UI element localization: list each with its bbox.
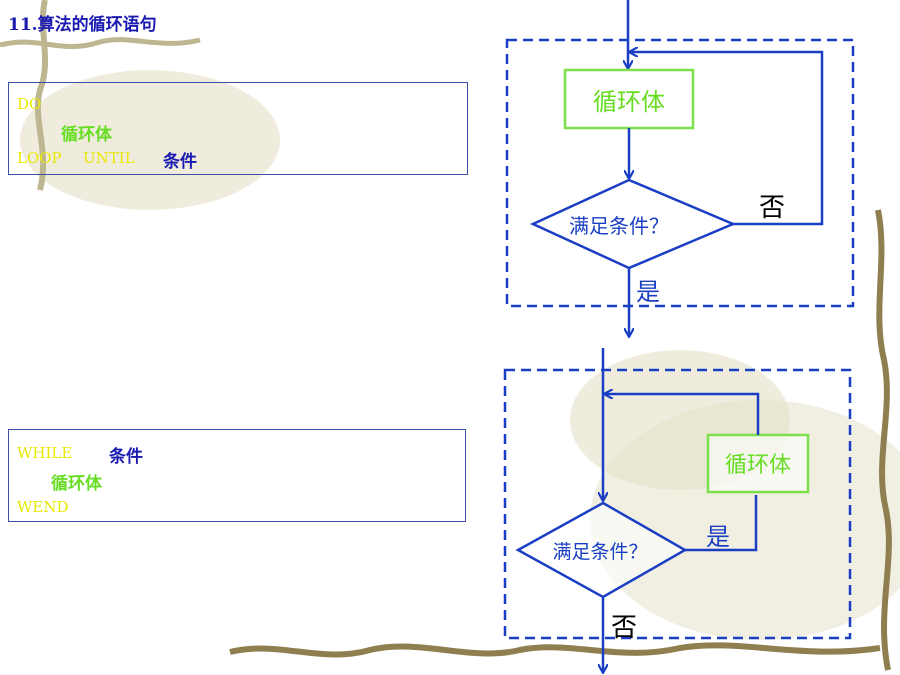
until-condition: 条件 (163, 152, 197, 172)
while-yes-to-body-arrow (685, 495, 758, 552)
until-body-label: 循环体 (593, 88, 665, 116)
while-body-box (706, 433, 810, 494)
until-code-box: DO 循环体 LOOP UNTIL 条件 (8, 82, 468, 175)
leaf-shade-left (20, 70, 280, 210)
keyword-wend: WEND (17, 498, 69, 516)
until-no-label: 否 (759, 193, 785, 223)
until-no-loop-back-arrow (630, 52, 824, 226)
while-condition: 条件 (109, 447, 143, 467)
keyword-while: WHILE (17, 444, 73, 462)
until-loop-body: 循环体 (61, 125, 112, 145)
until-decision-label: 满足条件？ (569, 214, 669, 238)
while-decision-label: 满足条件？ (552, 541, 647, 563)
while-code-box: WHILE 条件 循环体 WEND (8, 429, 466, 522)
keyword-do: DO (17, 95, 42, 113)
until-body-box (563, 68, 695, 130)
keyword-loop: LOOP (17, 149, 62, 167)
while-dashed-frame (503, 368, 852, 640)
while-yes-label: 是 (706, 523, 730, 551)
vine-top-left (0, 37, 201, 50)
vine-right-vertical (875, 209, 892, 671)
while-no-label: 否 (611, 613, 637, 643)
page-title: 11.算法的循环语句 (8, 15, 157, 35)
while-body-label: 循环体 (725, 453, 791, 478)
until-dashed-frame (505, 38, 855, 308)
keyword-until: UNTIL (83, 149, 135, 167)
until-yes-label: 是 (636, 278, 660, 306)
vine-left-vertical (34, 0, 49, 191)
vine-bottom (229, 642, 881, 658)
while-loop-body: 循环体 (51, 474, 102, 494)
while-loop-back-arrow (605, 394, 760, 435)
